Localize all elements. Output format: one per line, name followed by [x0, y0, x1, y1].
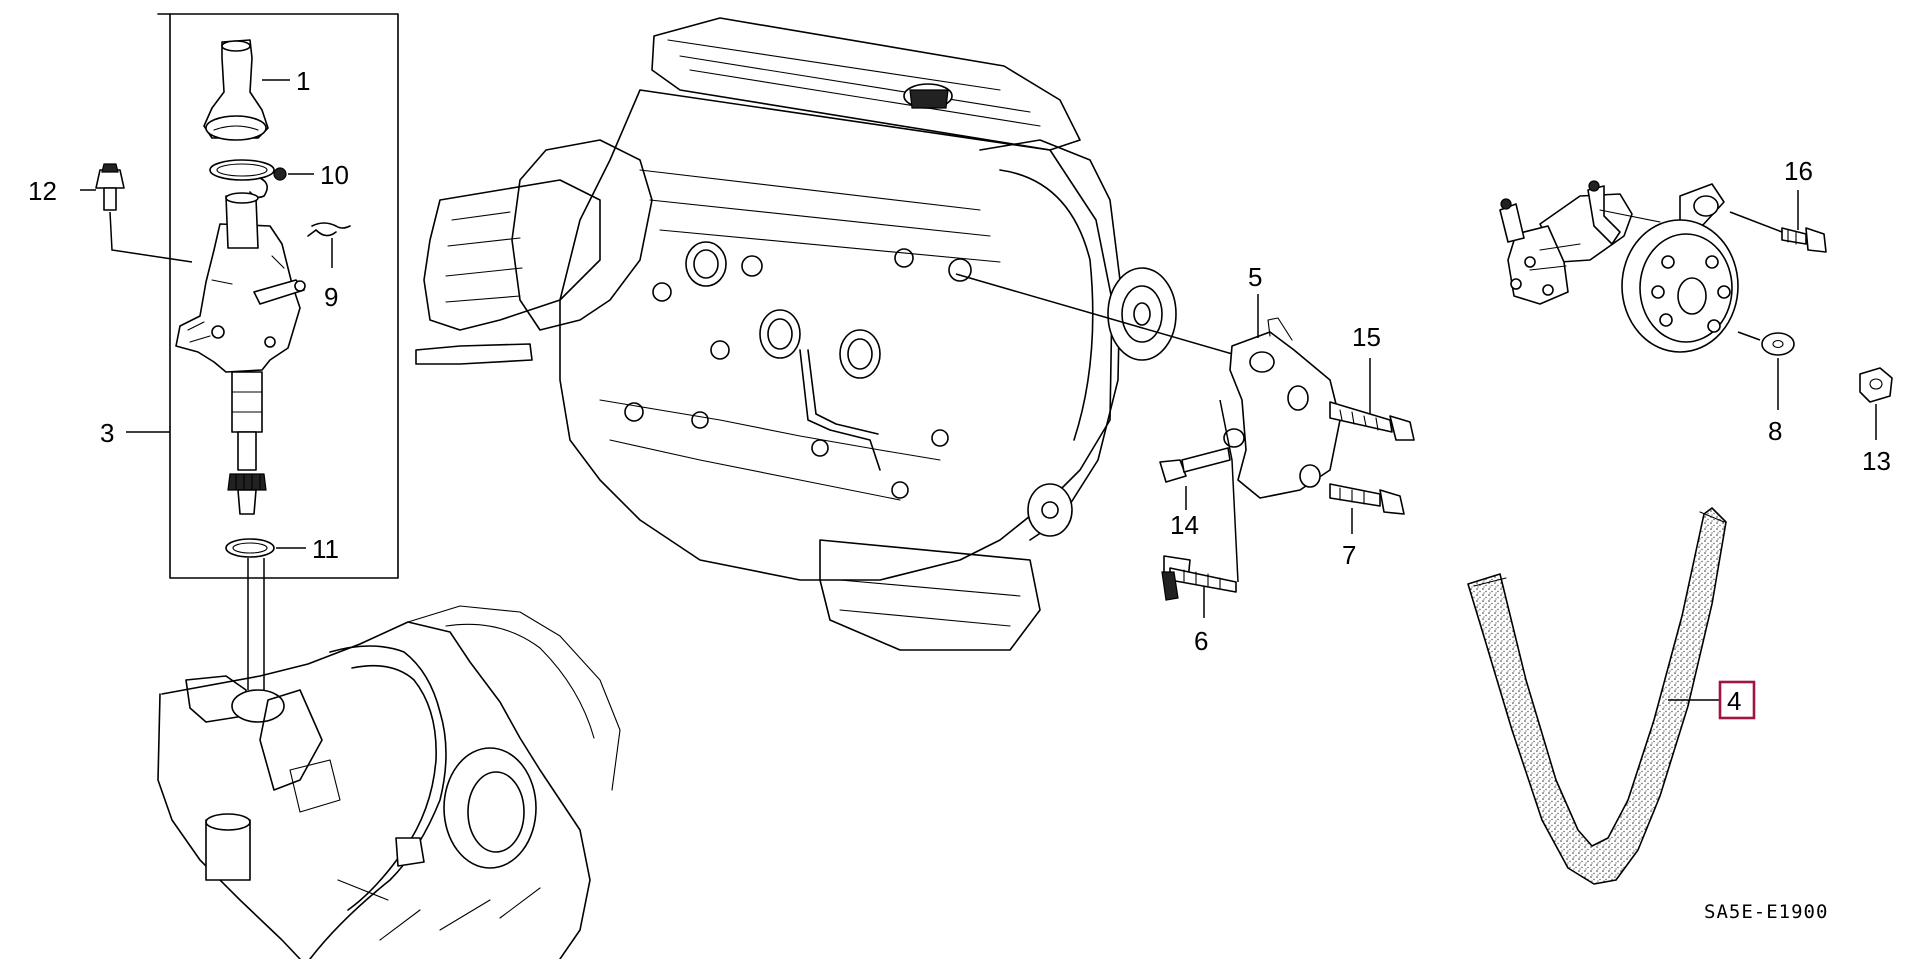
callout-9[interactable]: 9	[324, 282, 338, 312]
callout-16[interactable]: 16	[1784, 156, 1813, 186]
transmission-case	[157, 605, 621, 959]
callout-10[interactable]: 10	[320, 160, 349, 190]
bolt-7[interactable]	[1329, 483, 1405, 515]
distributor-assembly	[126, 13, 399, 579]
power-steering-pump[interactable]	[1499, 180, 1739, 353]
diagram-code: SA5E-E1900	[1704, 901, 1828, 923]
o-ring-top[interactable]	[209, 159, 287, 199]
distributor-cap[interactable]	[203, 39, 269, 141]
v-belt-4[interactable]	[1467, 507, 1727, 885]
callout-6[interactable]: 6	[1194, 626, 1208, 656]
callout-14[interactable]: 14	[1170, 510, 1199, 540]
engine-block	[415, 17, 1177, 651]
callout-7[interactable]: 7	[1342, 540, 1356, 570]
callout-12[interactable]: 12	[28, 176, 57, 206]
callout-1[interactable]: 1	[296, 66, 310, 96]
callout-11[interactable]: 11	[312, 534, 339, 564]
callout-13[interactable]: 13	[1862, 446, 1891, 476]
callout-5[interactable]: 5	[1248, 262, 1262, 292]
bolt-14[interactable]	[1159, 447, 1231, 483]
highlight-box-4	[1718, 680, 1756, 720]
bolt-6[interactable]	[1161, 555, 1237, 601]
distributor-housing[interactable]	[175, 192, 306, 515]
clip[interactable]	[307, 222, 351, 237]
o-ring-bottom[interactable]	[225, 538, 275, 558]
callout-4[interactable]: 4	[1727, 686, 1741, 716]
washer-8[interactable]	[1761, 332, 1795, 356]
bolt-12[interactable]	[80, 163, 193, 263]
callout-15[interactable]: 15	[1352, 322, 1381, 352]
bracket-5[interactable]	[1223, 317, 1341, 499]
nut-13[interactable]	[1859, 367, 1893, 403]
bolt-15[interactable]	[1329, 401, 1415, 441]
callout-8[interactable]: 8	[1768, 416, 1782, 446]
bolt-16[interactable]	[1781, 227, 1827, 253]
callout-3[interactable]: 3	[100, 418, 114, 448]
